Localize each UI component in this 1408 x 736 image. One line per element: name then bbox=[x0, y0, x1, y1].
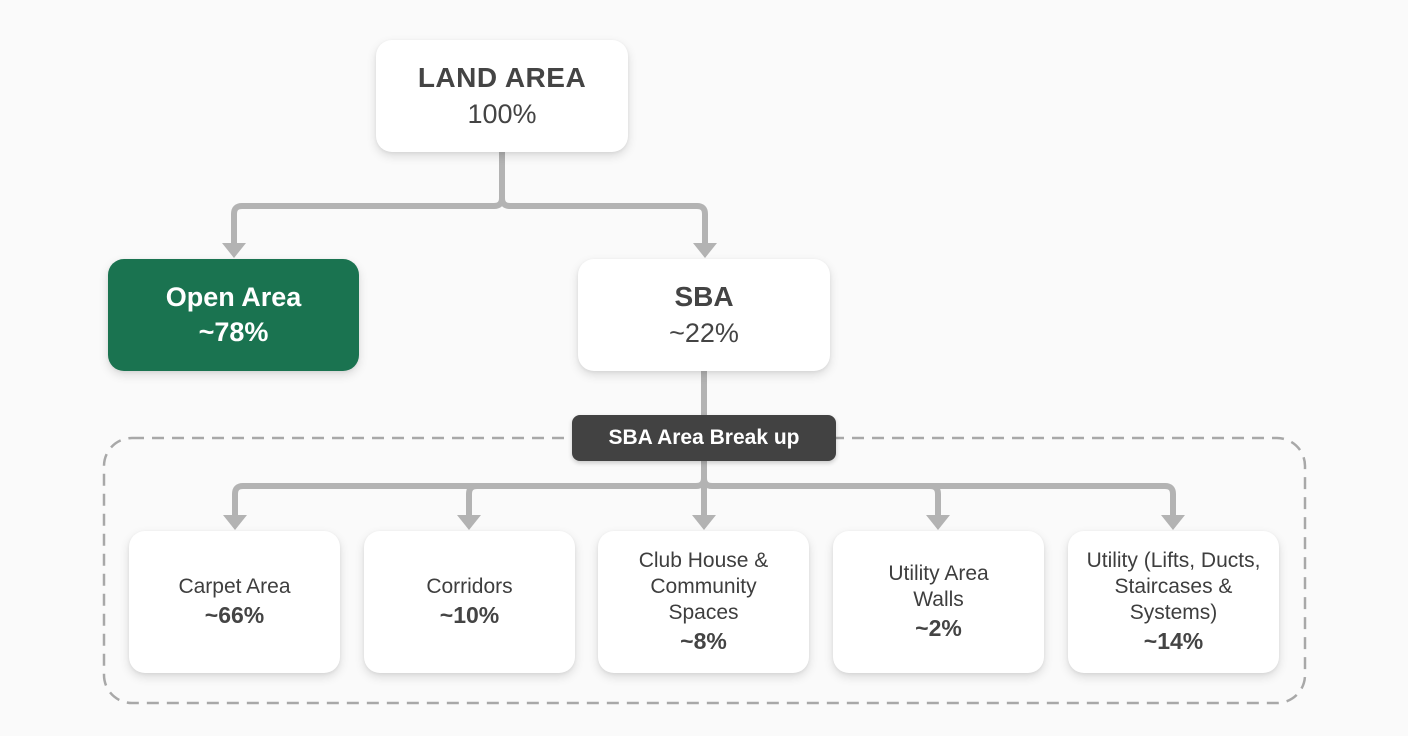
open-area-node: Open Area ~78% bbox=[108, 259, 359, 371]
connector-root-trunk bbox=[493, 152, 505, 209]
carpet-area-label: Carpet Area bbox=[178, 575, 291, 598]
connector-root-left bbox=[231, 203, 494, 244]
connector-root-right bbox=[499, 197, 708, 244]
corridors-node: Corridors ~10% bbox=[364, 531, 575, 673]
sba-node: SBA ~22% bbox=[578, 259, 830, 371]
utility-systems-value: ~14% bbox=[1143, 628, 1204, 654]
connector-breakup-utility-walls bbox=[929, 483, 941, 516]
arrow-to-club-house bbox=[692, 515, 716, 530]
corridors-label: Corridors bbox=[426, 575, 513, 598]
arrow-to-open-area bbox=[222, 243, 246, 258]
arrow-to-utility-area-walls bbox=[926, 515, 950, 530]
land-area-value: 100% bbox=[467, 99, 537, 129]
club-house-node: Club House & Community Spaces ~8% bbox=[598, 531, 809, 673]
sba-breakup-label: SBA Area Break up bbox=[572, 415, 836, 461]
utility-area-walls-node: Utility Area Walls ~2% bbox=[833, 531, 1044, 673]
land-area-title: LAND AREA bbox=[417, 62, 587, 93]
corridors-value: ~10% bbox=[439, 602, 500, 628]
club-house-label: Club House & Community Spaces bbox=[638, 549, 769, 624]
arrow-to-carpet-area bbox=[223, 515, 247, 530]
utility-area-walls-value: ~2% bbox=[915, 615, 962, 641]
open-area-title: Open Area bbox=[165, 282, 302, 312]
arrow-to-sba bbox=[693, 243, 717, 258]
arrow-to-utility-systems bbox=[1161, 515, 1185, 530]
club-house-value: ~8% bbox=[680, 628, 727, 654]
carpet-area-node: Carpet Area ~66% bbox=[129, 531, 340, 673]
land-area-node: LAND AREA 100% bbox=[376, 40, 628, 152]
carpet-area-value: ~66% bbox=[204, 602, 265, 628]
connector-breakup-corridors bbox=[466, 483, 478, 516]
arrow-to-corridors bbox=[457, 515, 481, 530]
sba-title: SBA bbox=[674, 281, 734, 312]
connector-breakup-right bbox=[701, 477, 1176, 516]
connector-breakup-left bbox=[232, 483, 696, 516]
open-area-value: ~78% bbox=[198, 317, 269, 347]
utility-systems-label: Utility (Lifts, Ducts, Staircases & Syst… bbox=[1086, 549, 1261, 624]
utility-area-walls-label: Utility Area Walls bbox=[888, 562, 989, 611]
utility-systems-node: Utility (Lifts, Ducts, Staircases & Syst… bbox=[1068, 531, 1279, 673]
sba-value: ~22% bbox=[669, 318, 739, 348]
